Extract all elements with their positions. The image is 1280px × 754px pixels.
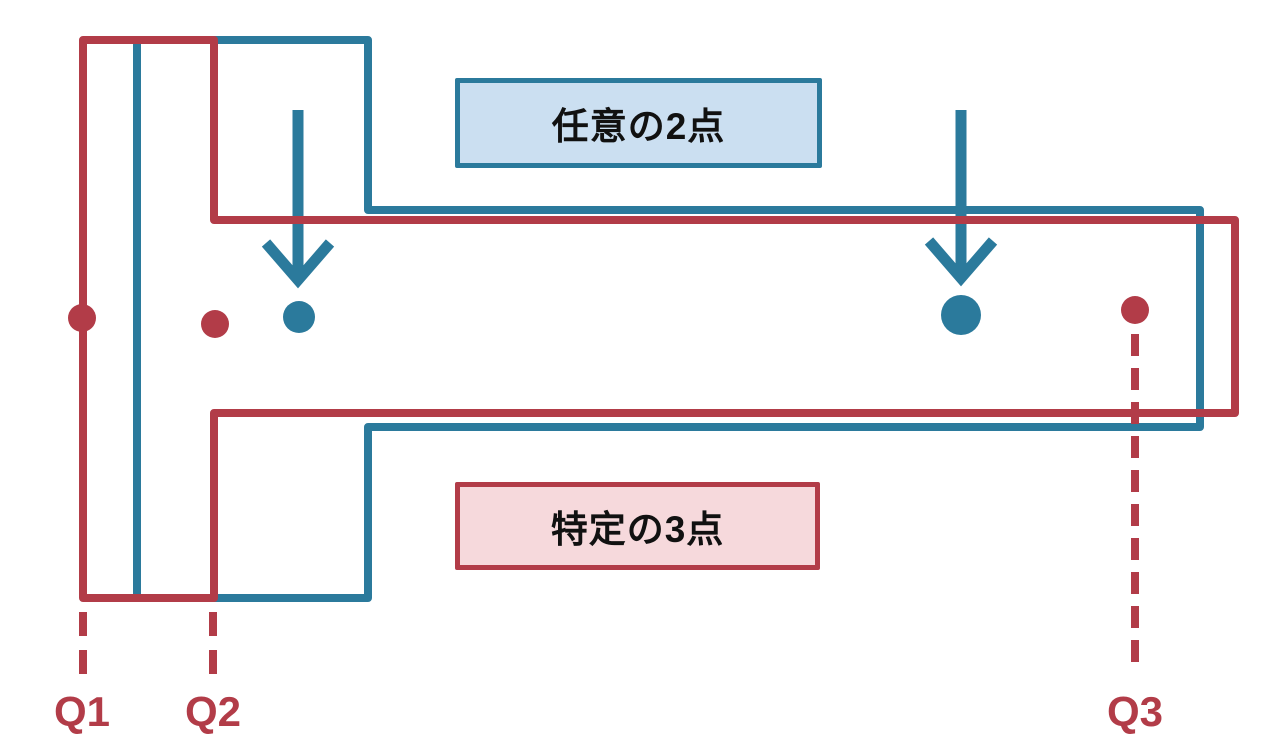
blue-callout-box: 任意の2点 — [455, 78, 822, 168]
q2-label: Q2 — [184, 688, 242, 735]
red-region-outline — [79, 36, 1239, 602]
arrow-down-right-icon — [924, 110, 998, 287]
blue-point-right — [941, 295, 981, 335]
red-point-q1 — [68, 304, 96, 332]
red-callout-label: 特定の3点 — [550, 509, 725, 550]
red-point-q3 — [1121, 296, 1149, 324]
arrow-down-left-head — [261, 239, 335, 289]
red-callout-box: 特定の3点 — [455, 482, 820, 570]
arrow-down-right-head — [924, 237, 998, 287]
q1-label: Q1 — [53, 688, 111, 735]
red-point-q2 — [201, 310, 229, 338]
blue-point-left — [283, 301, 315, 333]
blue-callout-label: 任意の2点 — [551, 106, 726, 147]
q3-label: Q3 — [1106, 688, 1164, 735]
arrow-down-left-icon — [261, 110, 335, 289]
